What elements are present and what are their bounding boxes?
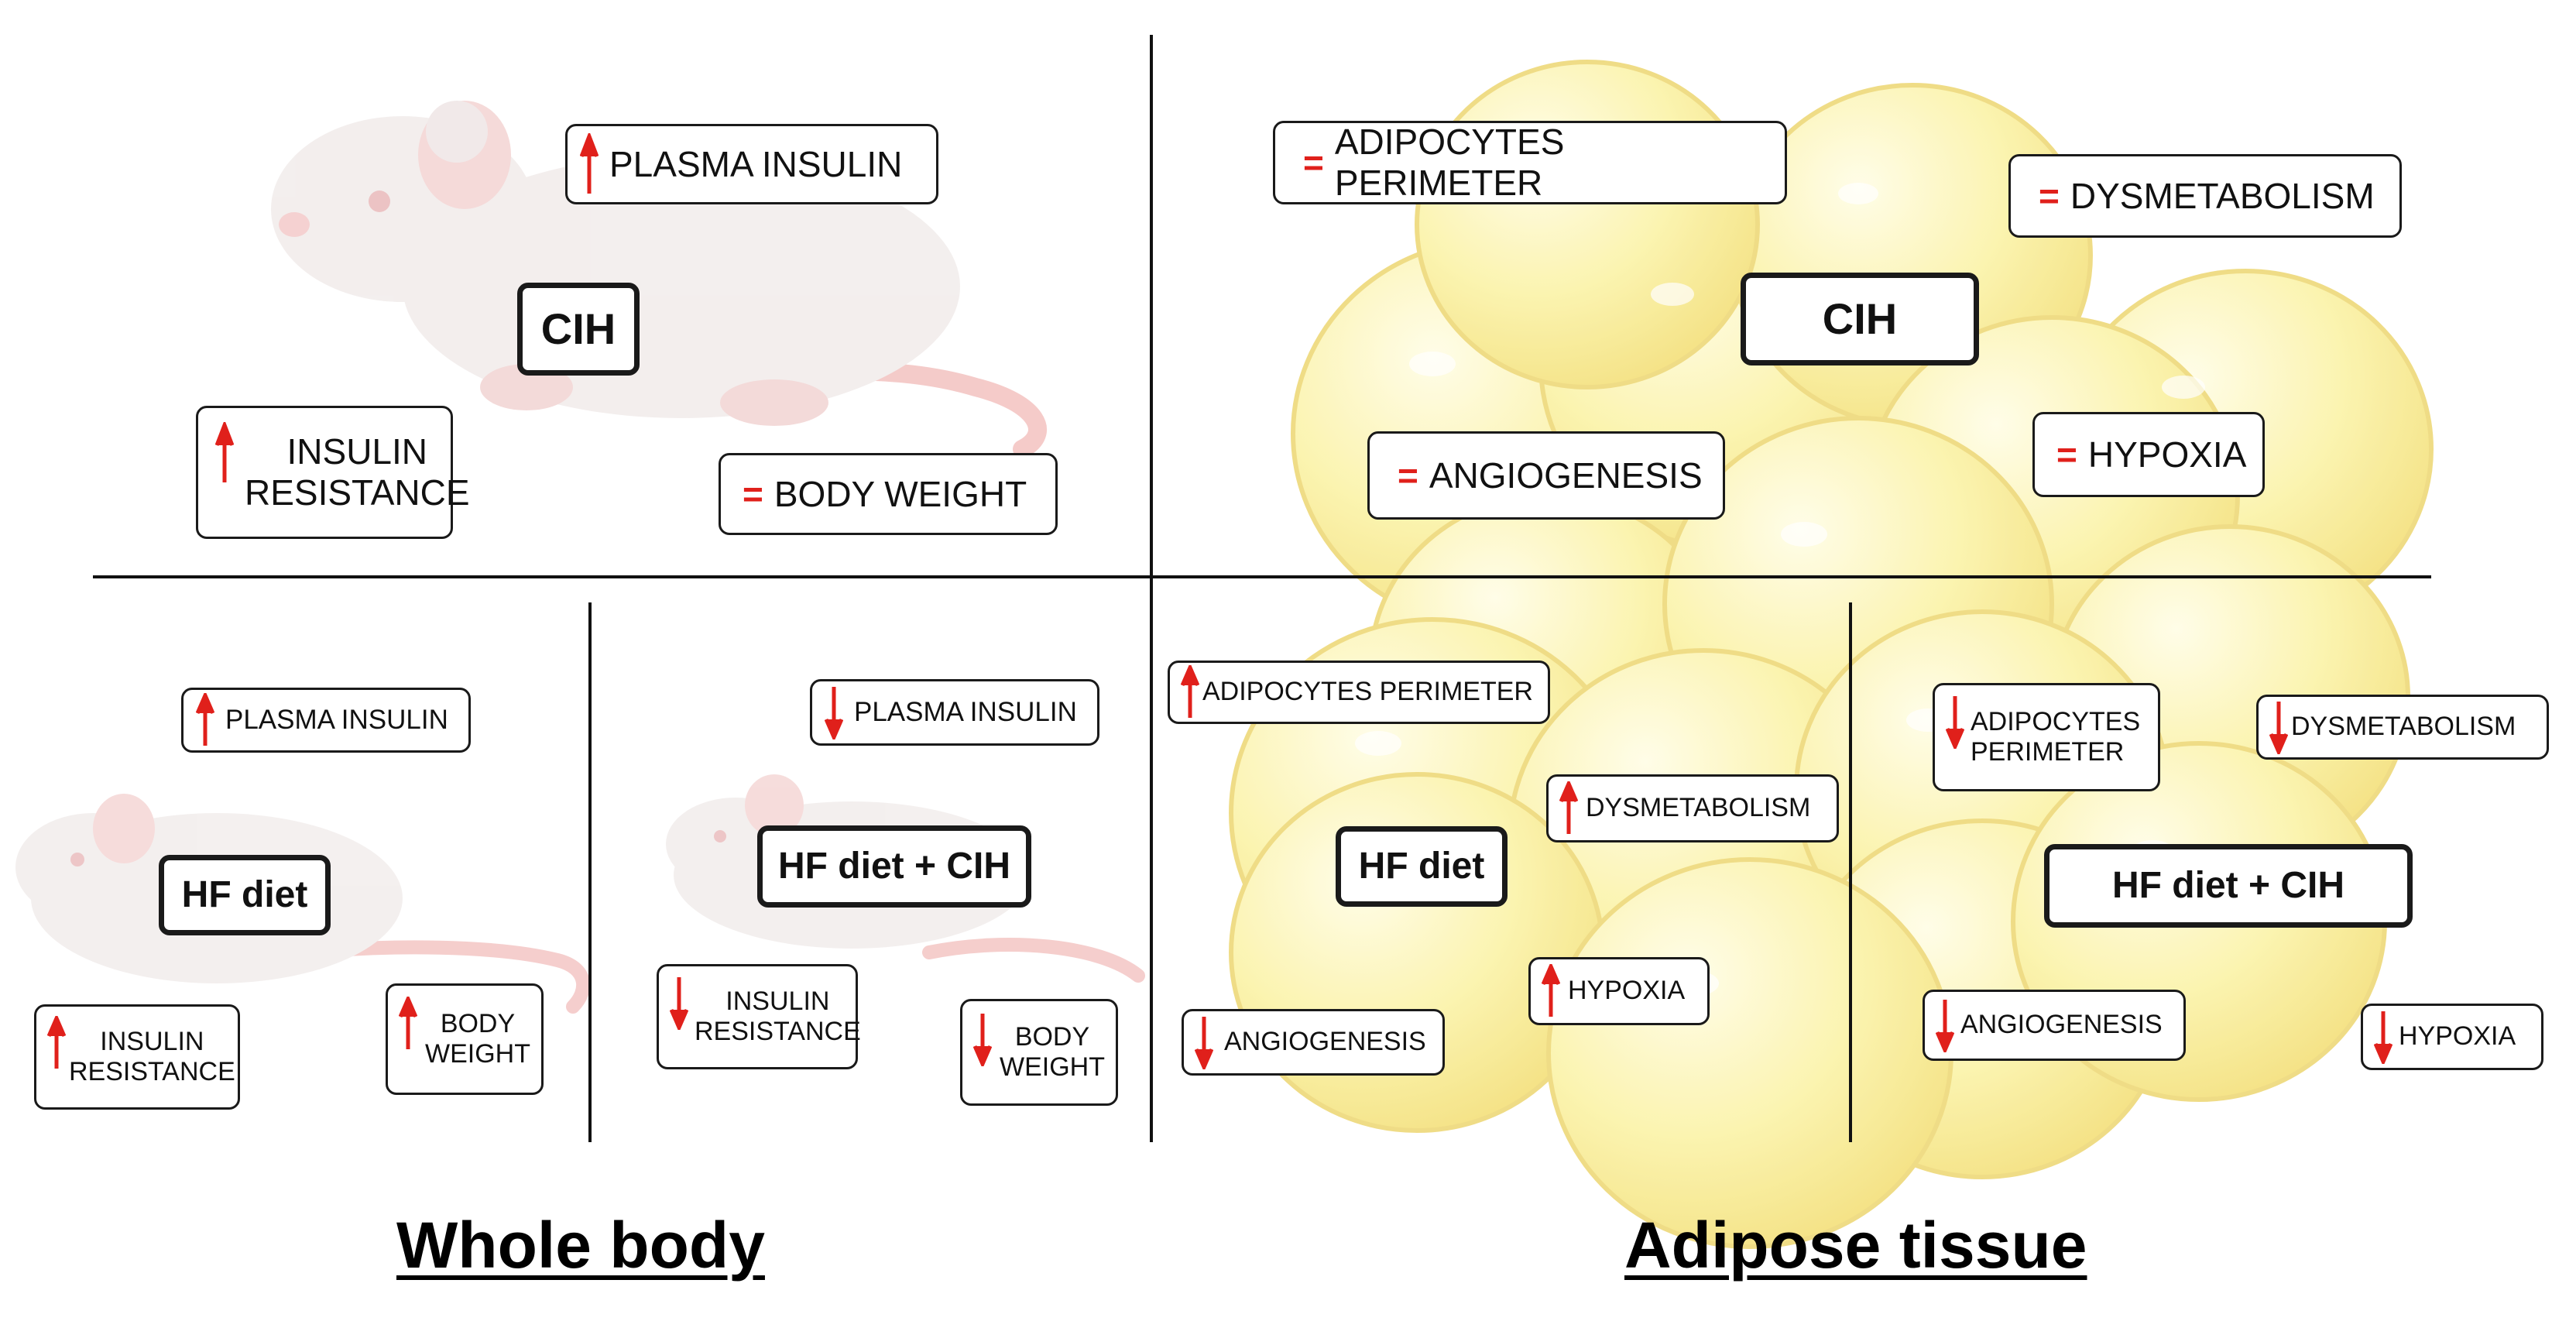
down-arrow-icon bbox=[2269, 700, 2288, 754]
up-arrow-icon bbox=[399, 997, 417, 1051]
wb-hf-body-weight-line1: BODY bbox=[440, 1008, 516, 1038]
up-arrow-icon bbox=[1559, 781, 1578, 836]
at-cih-condition-label: CIH bbox=[1822, 293, 1898, 343]
up-arrow-icon bbox=[1542, 964, 1560, 1018]
at-hf-angiogenesis-box: ANGIOGENESIS bbox=[1182, 1009, 1445, 1076]
whole-body-title: Whole body bbox=[396, 1209, 765, 1282]
wb-cih-condition-box: CIH bbox=[517, 283, 640, 376]
wb-cih-body-weight-box: = BODY WEIGHT bbox=[719, 453, 1058, 535]
at-hf-adipocytes-perimeter-box: ADIPOCYTES PERIMETER bbox=[1168, 661, 1550, 724]
wb-hf-body-weight-box: BODY WEIGHT bbox=[386, 983, 544, 1095]
at-hfcih-condition-box: HF diet + CIH bbox=[2044, 844, 2413, 928]
at-cih-hypoxia-label: HYPOXIA bbox=[2087, 434, 2247, 475]
at-cih-hypoxia-box: = HYPOXIA bbox=[2032, 412, 2265, 497]
down-arrow-icon bbox=[825, 685, 843, 739]
up-arrow-icon bbox=[580, 133, 599, 195]
up-arrow-icon bbox=[196, 693, 214, 747]
at-hf-dysmetabolism-box: DYSMETABOLISM bbox=[1546, 774, 1839, 842]
at-cih-dysmetabolism-box: = DYSMETABOLISM bbox=[2008, 154, 2402, 238]
wb-cih-insulin-resistance-line1: INSULIN bbox=[286, 431, 428, 472]
at-hf-condition-box: HF diet bbox=[1336, 826, 1508, 907]
wb-hf-plasma-insulin-label: PLASMA INSULIN bbox=[225, 704, 448, 735]
wb-hfcih-plasma-insulin-label: PLASMA INSULIN bbox=[854, 696, 1077, 727]
equals-sign-icon: = bbox=[743, 473, 763, 514]
down-arrow-icon bbox=[973, 1012, 992, 1066]
down-arrow-icon bbox=[1946, 695, 1964, 749]
up-arrow-icon bbox=[215, 422, 234, 484]
at-hfcih-adipocytes-perimeter-line2: PERIMETER bbox=[1971, 737, 2125, 767]
at-cih-angiogenesis-label: ANGIOGENESIS bbox=[1429, 455, 1703, 496]
wb-hfcih-condition-box: HF diet + CIH bbox=[757, 825, 1031, 908]
wb-hf-condition-box: HF diet bbox=[159, 855, 331, 935]
equals-sign-icon: = bbox=[1303, 142, 1324, 183]
at-hfcih-adipocytes-perimeter-line1: ADIPOCYTES bbox=[1971, 706, 2141, 736]
at-hf-angiogenesis-label: ANGIOGENESIS bbox=[1224, 1027, 1426, 1057]
down-arrow-icon bbox=[1936, 998, 1954, 1052]
wb-hf-insulin-resistance-box: INSULIN RESISTANCE bbox=[34, 1004, 240, 1110]
wb-hf-body-weight-line2: WEIGHT bbox=[425, 1039, 530, 1069]
equals-sign-icon: = bbox=[2056, 434, 2077, 475]
adipose-tissue-title: Adipose tissue bbox=[1624, 1209, 2087, 1282]
wb-hfcih-insulin-resistance-line1: INSULIN bbox=[725, 986, 830, 1016]
at-hf-hypoxia-box: HYPOXIA bbox=[1528, 957, 1710, 1025]
wb-hf-insulin-resistance-line1: INSULIN bbox=[100, 1026, 204, 1056]
down-arrow-icon bbox=[1195, 1015, 1213, 1069]
at-cih-condition-box: CIH bbox=[1741, 273, 1979, 365]
at-hfcih-condition-label: HF diet + CIH bbox=[2111, 865, 2345, 907]
wb-cih-insulin-resistance-line2: RESISTANCE bbox=[245, 472, 470, 513]
wb-hfcih-body-weight-line2: WEIGHT bbox=[1000, 1052, 1105, 1082]
at-hfcih-angiogenesis-box: ANGIOGENESIS bbox=[1923, 990, 2186, 1061]
at-hfcih-adipocytes-perimeter-box: ADIPOCYTES PERIMETER bbox=[1933, 683, 2160, 791]
wb-hfcih-body-weight-box: BODY WEIGHT bbox=[960, 999, 1118, 1106]
down-arrow-icon bbox=[670, 976, 688, 1030]
at-hf-condition-label: HF diet bbox=[1358, 846, 1485, 887]
adipocyte-cell bbox=[1546, 857, 1953, 1249]
quadrant-dividers bbox=[93, 35, 2431, 1142]
equals-sign-icon: = bbox=[1398, 455, 1418, 496]
at-hfcih-hypoxia-box: HYPOXIA bbox=[2361, 1004, 2543, 1070]
at-hfcih-dysmetabolism-box: DYSMETABOLISM bbox=[2256, 695, 2549, 760]
at-hf-adipocytes-perimeter-label: ADIPOCYTES PERIMETER bbox=[1202, 677, 1533, 707]
wb-hf-plasma-insulin-box: PLASMA INSULIN bbox=[181, 688, 471, 753]
up-arrow-icon bbox=[1181, 665, 1199, 719]
at-cih-adipocytes-perimeter-label: ADIPOCYTES PERIMETER bbox=[1334, 122, 1565, 203]
at-cih-angiogenesis-box: = ANGIOGENESIS bbox=[1367, 431, 1725, 520]
wb-cih-condition-label: CIH bbox=[540, 304, 616, 353]
adipocyte-cell bbox=[1415, 60, 1760, 389]
at-cih-adipocytes-perimeter-box: = ADIPOCYTES PERIMETER bbox=[1273, 121, 1787, 204]
wb-hf-condition-label: HF diet bbox=[181, 874, 308, 916]
wb-hf-insulin-resistance-line2: RESISTANCE bbox=[69, 1057, 235, 1086]
wb-cih-plasma-insulin-box: PLASMA INSULIN bbox=[565, 124, 938, 204]
at-hf-dysmetabolism-label: DYSMETABOLISM bbox=[1586, 793, 1811, 823]
down-arrow-icon bbox=[2374, 1010, 2392, 1064]
wb-hfcih-body-weight-line1: BODY bbox=[1014, 1021, 1090, 1052]
at-hfcih-hypoxia-label: HYPOXIA bbox=[2399, 1021, 2516, 1052]
equals-sign-icon: = bbox=[2039, 175, 2060, 216]
wb-hfcih-insulin-resistance-line2: RESISTANCE bbox=[695, 1017, 861, 1046]
wb-hfcih-condition-label: HF diet + CIH bbox=[777, 846, 1011, 887]
at-hfcih-angiogenesis-label: ANGIOGENESIS bbox=[1960, 1010, 2163, 1040]
at-hfcih-dysmetabolism-label: DYSMETABOLISM bbox=[2291, 712, 2516, 742]
wb-cih-insulin-resistance-box: INSULIN RESISTANCE bbox=[196, 406, 470, 539]
wb-hfcih-plasma-insulin-box: PLASMA INSULIN bbox=[810, 679, 1099, 746]
wb-cih-plasma-insulin-label: PLASMA INSULIN bbox=[609, 143, 903, 184]
wb-cih-body-weight-label: BODY WEIGHT bbox=[773, 473, 1027, 514]
at-hf-hypoxia-label: HYPOXIA bbox=[1568, 976, 1686, 1006]
up-arrow-icon bbox=[47, 1016, 66, 1070]
wb-hfcih-insulin-resistance-box: INSULIN RESISTANCE bbox=[657, 964, 861, 1069]
at-cih-dysmetabolism-label: DYSMETABOLISM bbox=[2070, 175, 2375, 216]
